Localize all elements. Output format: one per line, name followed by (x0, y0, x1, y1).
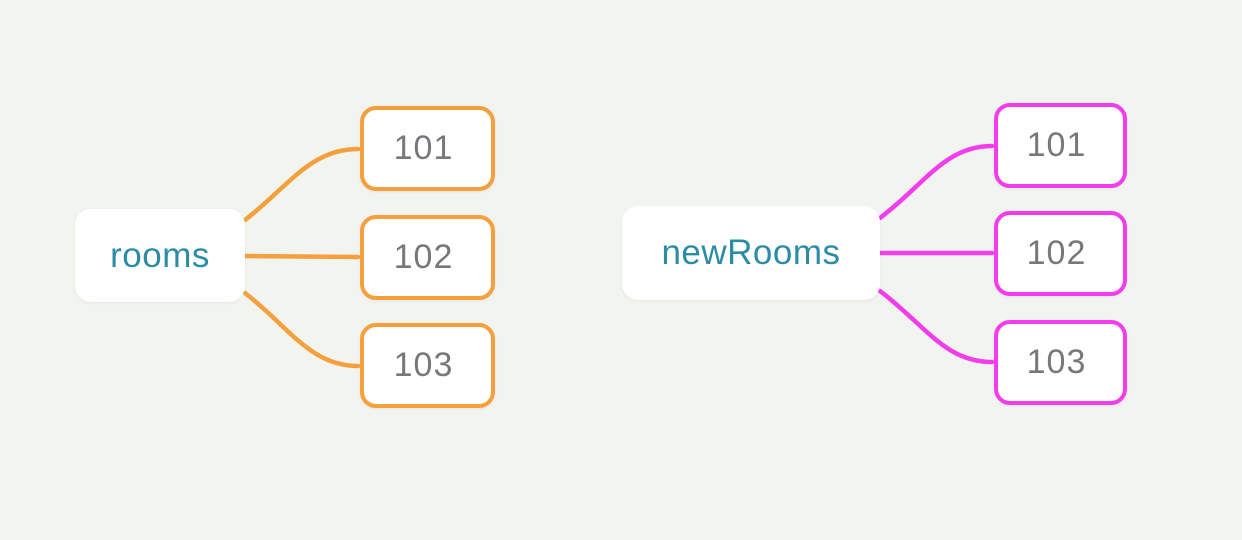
connector-newrooms-103 (877, 288, 995, 365)
node-newrooms-child-101-label: 101 (1026, 126, 1087, 164)
node-rooms-child-103[interactable]: 103 (360, 323, 495, 408)
node-newrooms-child-101[interactable]: 101 (994, 103, 1127, 188)
node-rooms-child-101-label: 101 (393, 129, 454, 167)
connector-rooms-103 (242, 290, 361, 369)
connector-rooms-102 (242, 253, 361, 260)
node-rooms-label: rooms (110, 235, 210, 275)
node-newrooms[interactable]: newRooms (622, 206, 880, 300)
node-newrooms-child-102[interactable]: 102 (994, 211, 1127, 296)
node-newrooms-child-103-label: 103 (1026, 343, 1087, 381)
node-rooms-child-102-label: 102 (393, 238, 454, 276)
connector-rooms-101 (242, 146, 361, 223)
node-rooms-child-103-label: 103 (393, 346, 454, 384)
node-newrooms-child-102-label: 102 (1026, 234, 1087, 272)
connector-newrooms-101 (877, 143, 995, 221)
node-newrooms-label: newRooms (661, 233, 841, 272)
node-rooms-child-102[interactable]: 102 (360, 215, 495, 300)
node-rooms-child-101[interactable]: 101 (360, 106, 495, 191)
node-rooms[interactable]: rooms (75, 209, 245, 302)
node-newrooms-child-103[interactable]: 103 (994, 320, 1127, 405)
